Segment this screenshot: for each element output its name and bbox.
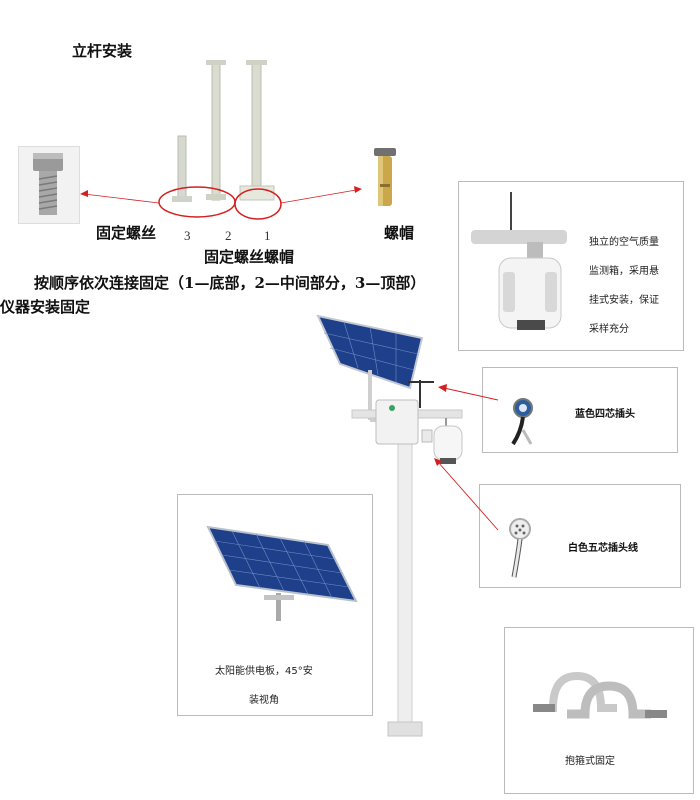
air-quality-box-panel: 独立的空气质量 监测箱，采用悬 挂式安装，保证 采样充分 [458,181,684,351]
pole-number-3: 3 [184,228,191,243]
white-plug-label: 白色五芯插头线 [568,543,638,554]
air-box-text-1: 独立的空气质量 [589,237,659,248]
pole-number-1: 1 [264,228,271,243]
solar-text-2: 装视角 [249,695,279,706]
clamp-panel: 抱箍式固定 [504,627,694,794]
blue-plug-label: 蓝色四芯插头 [575,409,635,420]
bolt-image [18,146,80,224]
install-instruction: 按顺序依次连接固定（1—底部，2—中间部分，3—顶部） [34,274,426,292]
bolt-label: 固定螺丝 [96,224,157,242]
solar-panel-image [206,525,358,621]
white-plug-image [509,518,531,578]
blue-plug-panel: 蓝色四芯插头 [482,367,678,453]
pole-number-2: 2 [225,228,232,243]
bolt-nut-label: 固定螺丝螺帽 [204,248,295,266]
air-box-text-4: 采样充分 [589,324,629,335]
air-box-text-2: 监测箱，采用悬 [589,266,659,277]
nut-label: 螺帽 [384,224,415,242]
clamp-label: 抱箍式固定 [565,756,615,767]
air-monitor-image [471,192,567,330]
nut-image [368,146,402,210]
instrument-install-title: 仪器安装固定 [0,298,91,316]
white-plug-panel: 白色五芯插头线 [479,484,681,588]
solar-text-1: 太阳能供电板，45°安 [215,666,313,677]
pole-sections-image [160,58,280,218]
pole-callouts [80,186,362,220]
blue-plug-image [511,398,533,446]
pole-install-title: 立杆安装 [72,42,133,60]
air-box-text-3: 挂式安装，保证 [589,295,659,306]
monitoring-station-image [300,310,490,750]
solar-panel-box: 太阳能供电板，45°安 装视角 [177,494,373,716]
clamp-image [533,671,667,719]
